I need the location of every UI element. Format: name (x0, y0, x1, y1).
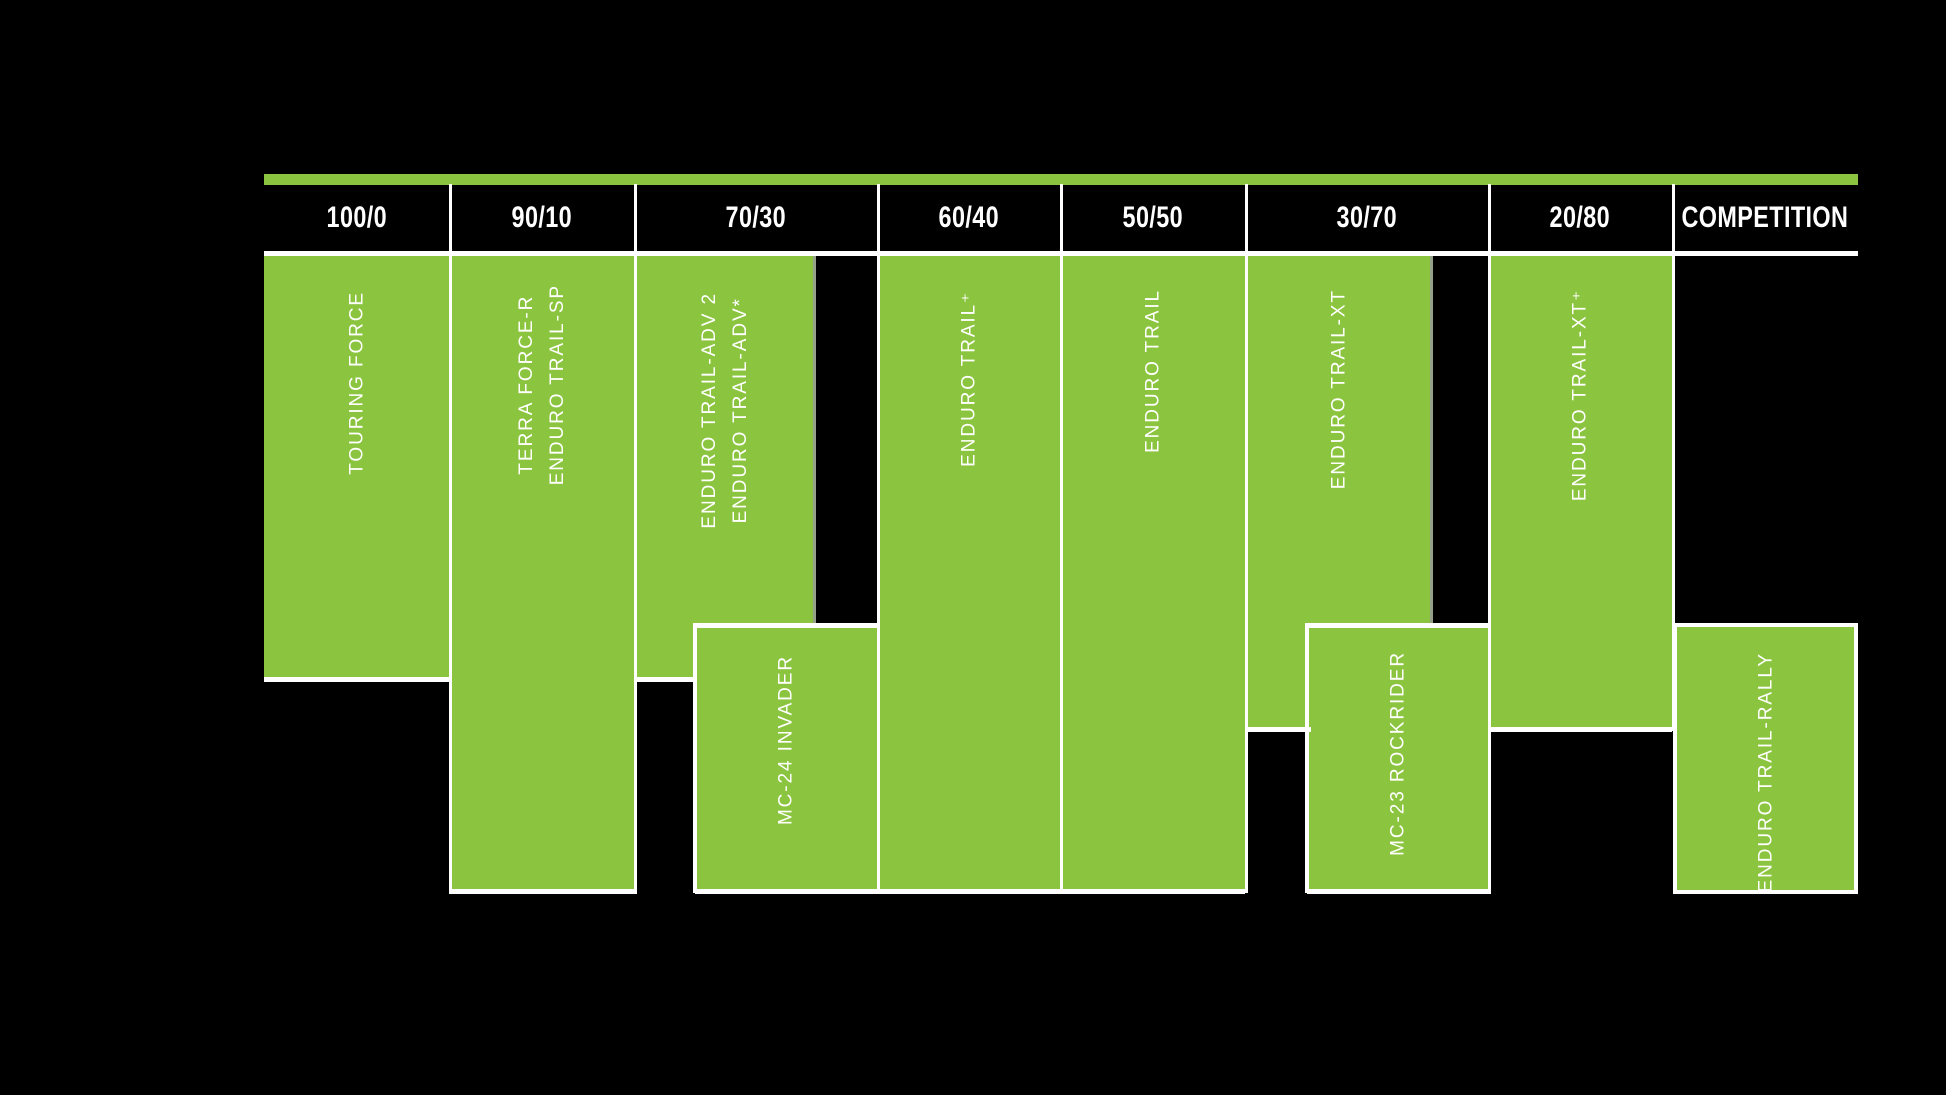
column-header-label: 20/80 (1549, 201, 1611, 234)
block-label: ENDURO TRAIL-XT⁺ (1569, 289, 1591, 502)
divider-line (877, 184, 880, 893)
block-edge-shadow (813, 256, 816, 623)
column-header-label: 90/10 (511, 201, 572, 234)
block-left-border (1673, 623, 1677, 894)
column-header-90-10: 90/10 (449, 184, 634, 252)
block-label: TOURING FORCE (346, 291, 367, 475)
block-terra-force-r: TERRA FORCE-R ENDURO TRAIL-SP (449, 256, 634, 893)
divider-line (1245, 184, 1248, 893)
column-header-70-30: 70/30 (634, 184, 877, 252)
column-header-label: 70/30 (725, 201, 786, 234)
block-label: ENDURO TRAIL-ADV 2 ENDURO TRAIL-ADV* (698, 292, 751, 529)
block-label: ENDURO TRAIL (1142, 289, 1163, 453)
block-bottom-border (1245, 727, 1311, 732)
block-left-border (1305, 623, 1309, 893)
block-touring-force: TOURING FORCE (264, 256, 449, 681)
divider-line (1060, 184, 1063, 893)
block-enduro-trail-plus: ENDURO TRAIL⁺ (877, 256, 1060, 893)
divider-line (449, 184, 452, 893)
block-label: ENDURO TRAIL⁺ (958, 291, 979, 467)
column-header-label: 50/50 (1122, 201, 1183, 234)
block-label: MC-24 INVADER (775, 655, 797, 826)
block-top-border (1305, 623, 1491, 628)
column-header-label: 30/70 (1336, 201, 1397, 234)
column-header-60-40: 60/40 (877, 184, 1060, 252)
block-bottom-border (264, 677, 449, 682)
divider-line (1672, 184, 1675, 731)
block-right-border (1854, 623, 1858, 894)
column-header-label: 60/40 (938, 201, 999, 234)
block-label: TERRA FORCE-R ENDURO TRAIL-SP (515, 284, 568, 486)
column-header-50-50: 50/50 (1060, 184, 1245, 252)
column-header-20-80: 20/80 (1488, 184, 1672, 252)
block-bottom-border (1488, 727, 1672, 732)
divider-line (1488, 184, 1491, 893)
block-label: MC-23 ROCKRIDER (1387, 651, 1408, 856)
divider-line (634, 184, 637, 893)
block-bottom-border (449, 889, 637, 894)
block-top-border (693, 623, 877, 628)
block-bottom-border (1673, 890, 1858, 894)
block-left-border (693, 623, 697, 893)
block-enduro-trail-xt-plus: ENDURO TRAIL-XT⁺ (1488, 256, 1672, 731)
block-top-border (1673, 623, 1858, 627)
block-mc-23-rockrider: MC-23 ROCKRIDER (1307, 625, 1488, 893)
block-mc-24-invader: MC-24 INVADER (695, 625, 877, 893)
column-header-100-0: 100/0 (264, 184, 449, 252)
block-enduro-trail-rally: ENDURO TRAIL-RALLY (1677, 627, 1854, 893)
block-bottom-border (634, 677, 697, 682)
block-label: ENDURO TRAIL-RALLY (1755, 652, 1776, 893)
column-header-label: 100/0 (326, 201, 387, 234)
column-header-30-70: 30/70 (1245, 184, 1488, 252)
column-header-competition: COMPETITION (1672, 184, 1858, 252)
block-label: ENDURO TRAIL-XT (1328, 289, 1350, 490)
block-bottom-border (1307, 889, 1491, 894)
block-bottom-border (695, 889, 1245, 894)
accent-bar (264, 174, 1858, 185)
block-enduro-trail: ENDURO TRAIL (1060, 256, 1245, 893)
block-edge-shadow (1430, 256, 1433, 623)
column-header-label: COMPETITION (1681, 201, 1849, 234)
block-enduro-trail-adv: ENDURO TRAIL-ADV 2 ENDURO TRAIL-ADV* (634, 256, 815, 681)
